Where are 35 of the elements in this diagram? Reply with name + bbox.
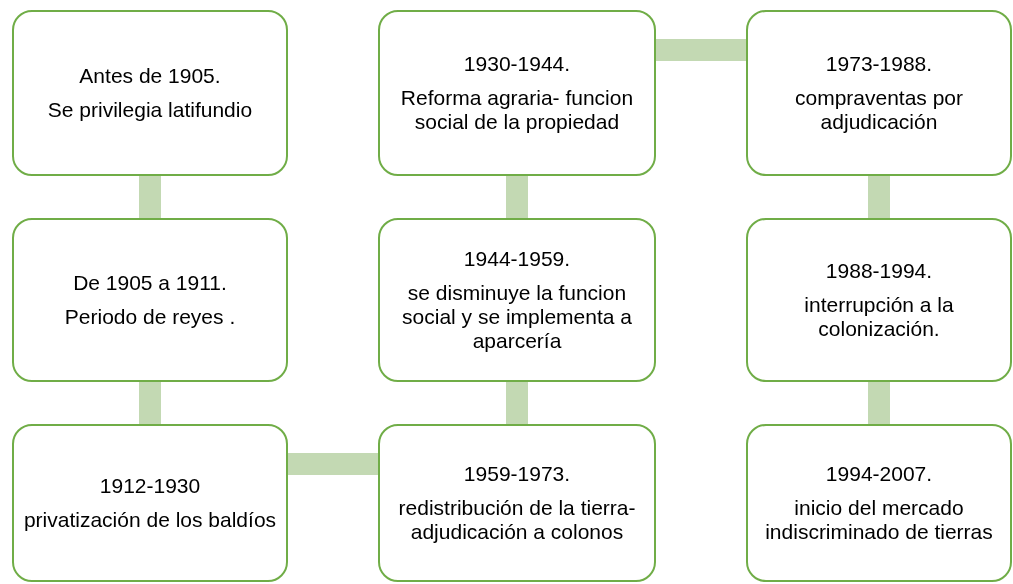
rounded-box <box>378 218 656 382</box>
period-description: interrupción a la colonización. <box>803 293 955 341</box>
period-description: redistribución de la tierra- adjudicación a colonos <box>397 496 637 544</box>
period-description: Se privilegia latifundio <box>47 98 253 122</box>
period-heading: 1994-2007. <box>825 462 933 486</box>
connector-bar <box>868 382 890 424</box>
period-heading: 1930-1944. <box>463 52 571 76</box>
connector-bar <box>506 382 528 424</box>
period-description: Reforma agraria- funcion social de la propiedad <box>399 86 635 134</box>
period-heading: 1973-1988. <box>825 52 933 76</box>
period-heading: De 1905 a 1911. <box>73 271 227 295</box>
period-description: inicio del mercado indiscriminado de tierras <box>764 496 994 544</box>
connector-bar <box>868 176 890 218</box>
rounded-box <box>378 10 656 176</box>
rounded-box <box>746 10 1012 176</box>
period-heading: 1988-1994. <box>825 259 933 283</box>
period-heading: Antes de 1905. <box>79 64 221 88</box>
period-description: se disminuye la funcion social y se implementa a aparcería <box>401 281 633 353</box>
period-description: Periodo de reyes . <box>64 305 236 329</box>
rounded-box <box>12 424 288 582</box>
period-description: compraventas por adjudicación <box>793 86 965 134</box>
period-heading: 1944-1959. <box>463 247 571 271</box>
rounded-box <box>378 424 656 582</box>
connector-bar <box>288 453 378 475</box>
period-heading: 1912-1930 <box>99 474 201 498</box>
period-description: privatización de los baldíos <box>23 508 277 532</box>
connector-bar <box>139 176 161 218</box>
rounded-box <box>12 10 288 176</box>
connector-bar <box>139 382 161 424</box>
rounded-box <box>746 424 1012 582</box>
rounded-box <box>12 218 288 382</box>
connector-bar <box>506 176 528 218</box>
period-heading: 1959-1973. <box>463 462 571 486</box>
connector-bar <box>656 39 746 61</box>
rounded-box <box>746 218 1012 382</box>
